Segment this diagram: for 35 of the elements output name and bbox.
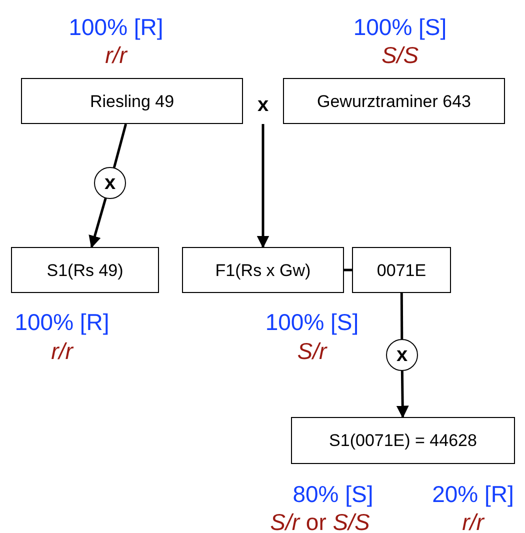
cross-symbol: x [104, 173, 116, 193]
phenotype-percentage: 100% [S] [265, 311, 359, 334]
arrow [256, 124, 270, 248]
arrow [88, 198, 107, 248]
box-label: Riesling 49 [90, 92, 174, 110]
process-box [182, 247, 344, 293]
selfing-circle [94, 167, 126, 199]
cross-symbol: x [257, 95, 269, 115]
genotype-label: S/r or S/S [270, 511, 370, 533]
process-box [11, 247, 159, 293]
process-box [283, 78, 505, 124]
box-label: F1(Rs x Gw) [215, 262, 311, 278]
cross-symbol: x [396, 345, 408, 365]
process-box [291, 417, 515, 464]
process-box [21, 78, 243, 124]
phenotype-percentage: 100% [S] [353, 16, 447, 39]
box-label: S1(0071E) = 44628 [329, 432, 477, 449]
arrow [396, 370, 409, 418]
connector-line [400, 293, 404, 339]
selfing-circle [386, 339, 418, 371]
phenotype-percentage: 100% [R] [68, 16, 164, 39]
phenotype-percentage: 20% [R] [432, 483, 514, 506]
genotype-label: S/r [297, 340, 327, 363]
connector-line [344, 268, 352, 272]
genotype-label: r/r [51, 340, 73, 363]
box-label: S1(Rs 49) [46, 262, 124, 278]
box-label: Gewurztraminer 643 [316, 92, 471, 110]
phenotype-percentage: 100% [R] [14, 311, 110, 334]
connector-line [112, 124, 128, 168]
genotype-label: r/r [462, 511, 484, 533]
genotype-label: S/S [381, 44, 419, 67]
phenotype-percentage: 80% [S] [292, 483, 374, 506]
process-box [352, 247, 451, 293]
genotype-label: r/r [105, 44, 127, 67]
box-label: 0071E [376, 262, 426, 278]
